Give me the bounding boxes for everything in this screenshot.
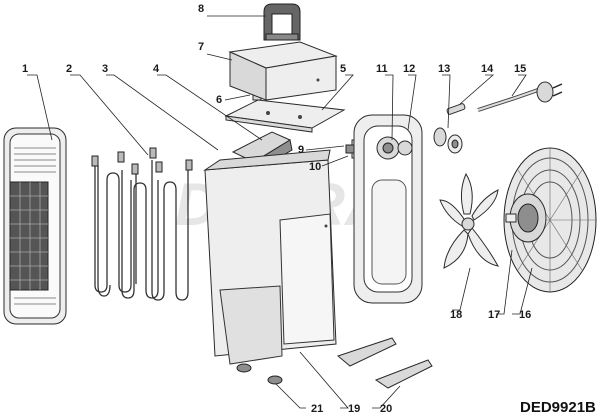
label-part-20: 20: [380, 403, 392, 415]
rear-frame: [353, 114, 423, 304]
label-part-15: 15: [514, 63, 526, 75]
leader-lines: [27, 15, 533, 409]
label-part-9: 9: [298, 144, 304, 156]
carry-handle: [263, 3, 301, 41]
top-mount-plate: [224, 99, 346, 133]
fan-motor: [505, 193, 547, 243]
label-part-5: 5: [340, 63, 346, 75]
label-part-1: 1: [22, 63, 28, 75]
part-labels: 1 2 3 4 5 6 7 8 9 10 11 12 13 14 15 16 1…: [22, 3, 531, 415]
label-part-16: 16: [519, 309, 531, 321]
base-feet: [336, 337, 433, 389]
fan-blade: [439, 172, 499, 269]
front-grille-panel: [3, 127, 67, 325]
label-part-3: 3: [102, 63, 108, 75]
label-part-18: 18: [450, 309, 462, 321]
diagram-code: DED9921B: [520, 399, 596, 416]
label-part-19: 19: [348, 403, 360, 415]
label-part-6: 6: [216, 94, 222, 106]
label-part-10: 10: [309, 161, 321, 173]
label-part-14: 14: [481, 63, 494, 75]
label-part-8: 8: [198, 3, 204, 15]
label-part-21: 21: [311, 403, 323, 415]
element-terminals: [91, 147, 193, 175]
rear-fan-guard: [503, 147, 597, 293]
label-part-12: 12: [403, 63, 415, 75]
knob-spindle: [446, 103, 466, 115]
label-part-2: 2: [66, 63, 72, 75]
label-part-4: 4: [153, 63, 160, 75]
label-part-13: 13: [438, 63, 450, 75]
control-knob: [433, 127, 463, 154]
label-part-7: 7: [198, 41, 204, 53]
top-cover: [228, 41, 338, 101]
heating-elements: [94, 160, 189, 301]
label-part-17: 17: [488, 309, 500, 321]
label-part-11: 11: [376, 63, 388, 75]
rubber-foot: [236, 363, 283, 385]
power-cord: [477, 81, 563, 112]
housing-body: [203, 149, 337, 365]
